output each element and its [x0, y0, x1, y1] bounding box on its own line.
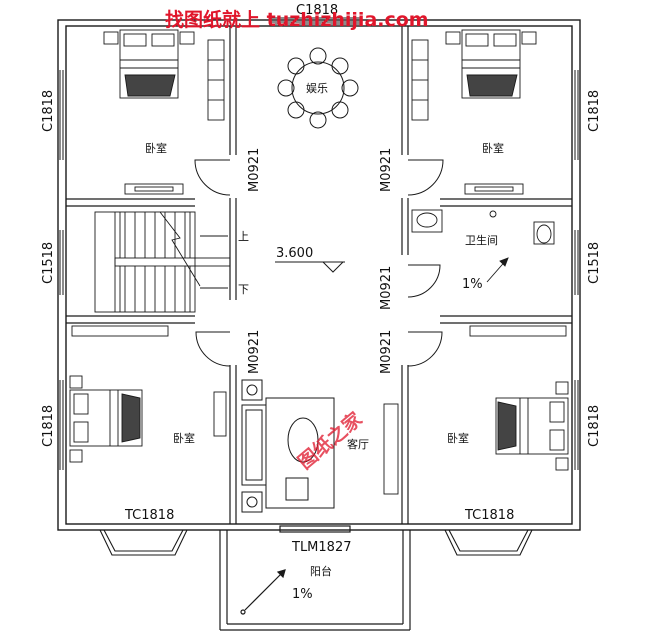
label-door-sw: M0921: [247, 330, 262, 374]
slope-balcony: 1%: [292, 587, 313, 602]
label-window-left-mid: C1518: [41, 242, 56, 284]
room-entertainment: 娱乐: [306, 81, 328, 95]
bed-se: [383, 325, 569, 495]
slope-bathroom: 1%: [462, 277, 483, 292]
bathroom-fixtures: [411, 209, 555, 283]
stair-down-label: 下: [238, 283, 249, 296]
room-bedroom-nw: 卧室: [145, 141, 167, 155]
level-label: 3.600: [276, 246, 313, 261]
bay-windows: [99, 529, 533, 556]
level-marker: [275, 261, 345, 273]
label-window-top: C1818: [296, 3, 338, 18]
label-window-right-bottom: C1818: [587, 405, 602, 447]
room-bedroom-se: 卧室: [447, 431, 469, 445]
staircase: [94, 211, 231, 313]
label-door-se: M0921: [379, 330, 394, 374]
label-door-bath: M0921: [379, 266, 394, 310]
stair-up-label: 上: [238, 230, 249, 243]
entertainment-table: [277, 47, 359, 129]
interior-walls: [66, 26, 572, 524]
room-balcony: 阳台: [310, 564, 332, 578]
label-window-right-mid: C1518: [587, 242, 602, 284]
label-window-right-top: C1818: [587, 90, 602, 132]
outer-walls: [57, 19, 581, 531]
balcony: [219, 525, 411, 631]
label-door-nw: M0921: [247, 148, 262, 192]
label-window-left-bottom: C1818: [41, 405, 56, 447]
room-bathroom: 卫生间: [465, 233, 498, 247]
living-sofa-set: [241, 379, 335, 513]
label-balcony-door: TLM1827: [291, 540, 351, 555]
watermark-top: 找图纸就上 tuzhizhijia.com: [165, 8, 429, 31]
bed-nw: [103, 29, 225, 195]
room-bedroom-ne: 卧室: [482, 141, 504, 155]
label-bay-left: TC1818: [124, 508, 174, 523]
bed-ne: [411, 29, 537, 195]
room-bedroom-sw: 卧室: [173, 431, 195, 445]
door-swings: [194, 159, 444, 367]
bed-sw: [69, 325, 227, 463]
label-bay-right: TC1818: [464, 508, 514, 523]
label-window-left-top: C1818: [41, 90, 56, 132]
window-marks: [59, 17, 579, 470]
room-living: 客厅: [347, 437, 369, 451]
label-door-ne: M0921: [379, 148, 394, 192]
